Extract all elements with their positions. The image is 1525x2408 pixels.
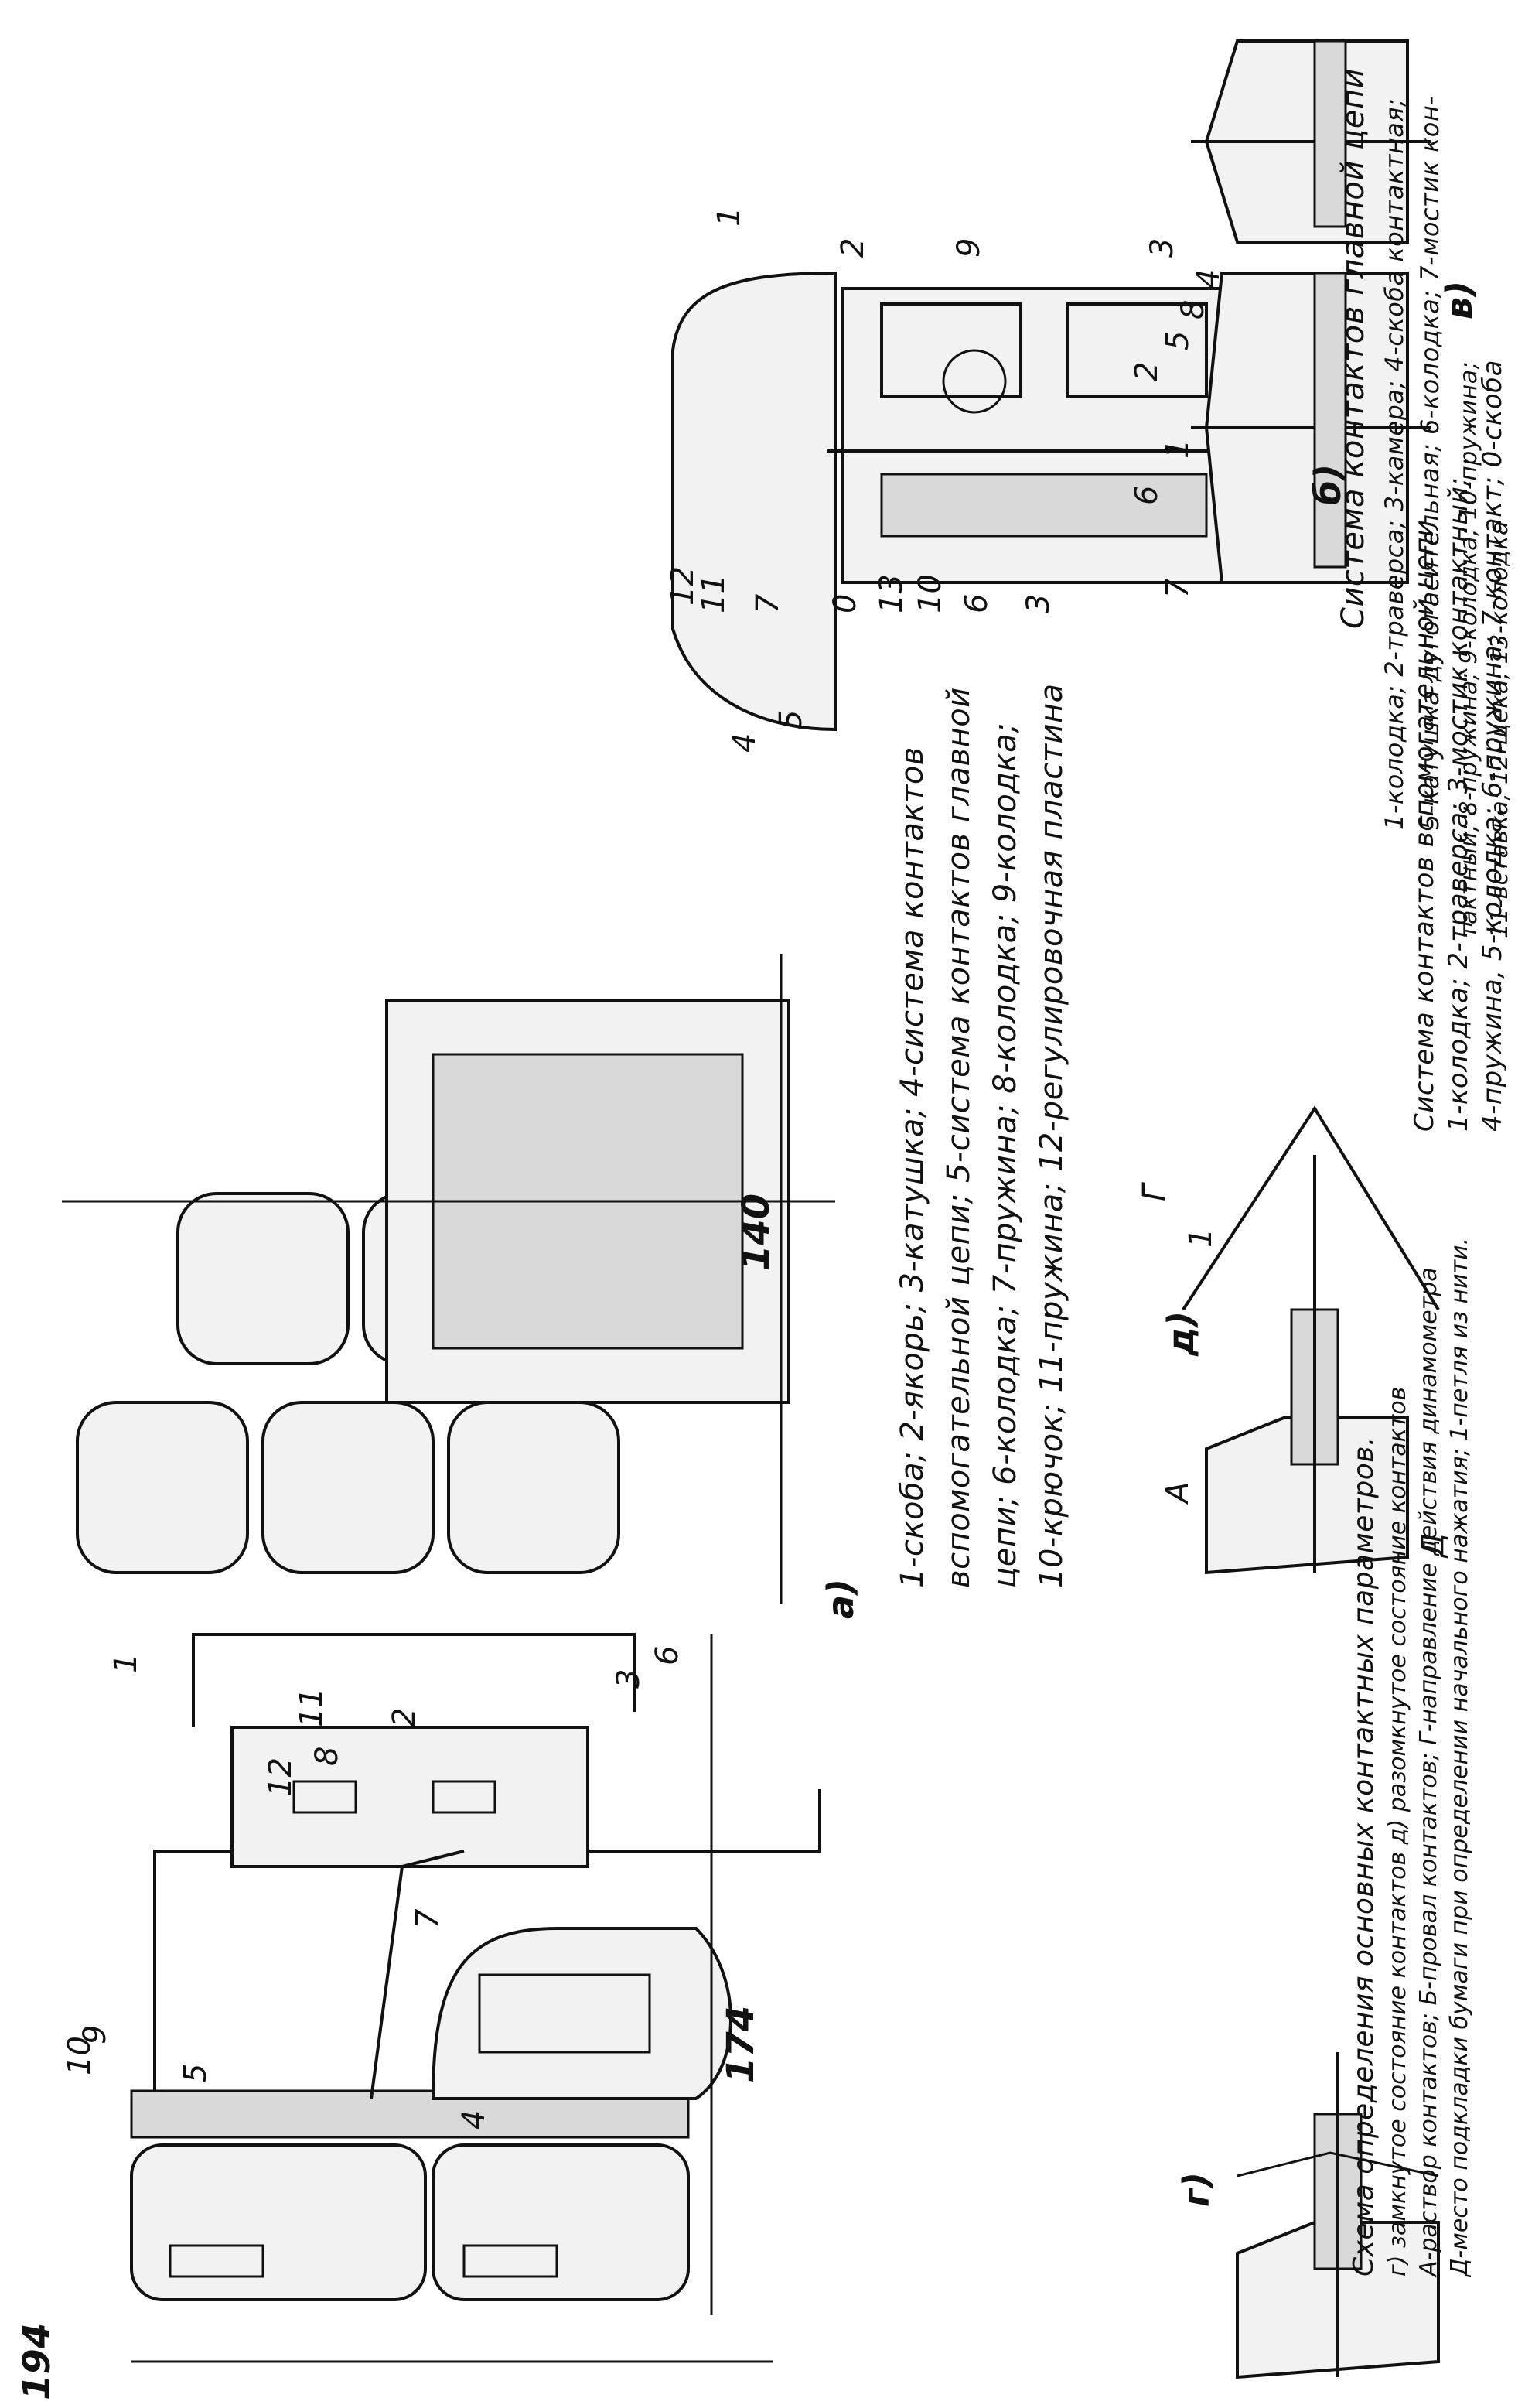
v-plate-right [1313,39,1347,228]
callout-b-11: 11 [696,574,732,613]
figure-a-caption-line-3: цепи; 6-колодка; 7-пружина; 8-колодка; 9… [988,722,1023,1588]
callout-b-5: 5 [773,709,809,729]
callout-a-12: 12 [263,1757,299,1797]
callout-b-6: 6 [959,593,994,613]
dim-140: 140 [735,1193,778,1271]
figure-gd-caption-line-1: г) замкнутое состояние контактов д) разо… [1384,1386,1411,2276]
figure-gd-caption: Схема определения основных контактных па… [1346,1238,1476,2276]
aux-contact-system [431,1927,732,2100]
b-block-lower [1066,302,1208,398]
callout-v-8: 8 [1175,299,1211,319]
dim-194: 194 [15,2322,59,2400]
callout-v-5: 5 [1160,330,1196,350]
callout-a-8: 8 [309,1746,345,1766]
g-bridge [1237,2151,1439,2177]
coil [230,1726,589,1868]
figure-g-closed-contacts [1236,2052,1440,2379]
callout-v-4: 4 [1191,268,1226,289]
callout-a-11: 11 [294,1688,329,1727]
callout-b-4: 4 [727,733,762,753]
callout-a-6: 6 [650,1645,685,1665]
callout-a-3: 3 [611,1669,647,1689]
b-insert [880,473,1208,538]
callout-v-7: 7 [1160,578,1196,598]
callout-b-12: 12 [665,566,701,606]
front-contact-2 [261,1401,435,1574]
figure-v-caption-line-2: 4-пружина, 5-колодка; 6-пружина; 7-конта… [1477,360,1508,1132]
b-block-upper [880,302,1022,398]
figure-gd-caption-line-2: А-раствор контактов; Б-провал контактов;… [1415,1267,1442,2276]
v-plate-left [1313,272,1347,569]
contact-block-upper [130,2143,427,2301]
slot-1 [169,2244,264,2278]
callout-b-7: 7 [750,593,786,613]
callout-b-9: 9 [951,237,987,258]
callout-a-2: 2 [387,1707,422,1727]
callout-d-1: 1 [1183,1228,1219,1248]
figure-v-caption-title: Система контактов вспомогательной цепи [1409,519,1440,1132]
front-contact-1 [76,1401,249,1574]
coil-window-2 [432,1780,496,1814]
callout-v-1: 1 [1160,439,1196,459]
b-arc-chamber [671,271,837,732]
callout-b-2: 2 [835,237,871,258]
callout-a-5: 5 [178,2063,213,2083]
callout-b-0: 0 [827,593,863,613]
b-coil [942,349,1007,414]
callout-d-A: А [1160,1481,1196,1503]
figure-a-front-view [62,954,835,1604]
callout-a-7: 7 [410,1908,445,1928]
figure-b-caption-title: Система контактов главной цепи [1336,67,1371,629]
callout-d-G: Г [1137,1184,1172,1201]
callout-v-2: 2 [1129,361,1165,381]
callout-a-1: 1 [108,1653,144,1673]
regulating-plate [130,2089,690,2139]
figure-v-aux-contacts [1191,39,1431,584]
figure-gd-caption-line-3: Д-место подкладки бумаги при определении… [1446,1237,1473,2276]
figure-gd-caption-title: Схема определения основных контактных па… [1348,1436,1380,2276]
callout-v-3: 3 [1145,237,1180,258]
contact-block-lower [432,2143,690,2301]
figure-d-label: д) [1160,1310,1202,1356]
figure-a-caption-line-2: вспомогательной цепи; 5-система контакто… [941,687,977,1588]
figure-a-side-view [130,1633,821,2363]
yoke-bracket-lower [192,1633,636,1727]
callout-b-3: 3 [1021,593,1056,613]
figure-a-label: а) [820,1578,861,1619]
figure-b-caption-block: Система контактов главной цепи [1330,68,1377,629]
aux-contact-core [478,1973,651,2054]
callout-a-4: 4 [456,2109,492,2130]
callout-b-10: 10 [913,574,948,613]
figure-a-caption: 1-скоба; 2-якорь; 3-катушка; 4-система к… [889,683,1075,1588]
figure-v-label: в) [1438,280,1480,319]
callout-b-1: 1 [711,207,747,227]
callout-b-13: 13 [874,574,909,613]
figure-a-caption-line-1: 1-скоба; 2-якорь; 3-катушка; 4-система к… [895,746,930,1588]
slot-2 [462,2244,558,2278]
front-contact-3 [447,1401,620,1574]
callout-v-6: 6 [1129,485,1165,505]
coil-window-1 [292,1780,357,1814]
figure-b-main-contacts [671,271,1299,732]
armature [370,1850,465,2099]
d-body [1205,1416,1409,1575]
figure-v-caption-line-1: 1-колодка; 2-траверса; 3-мостик контактн… [1443,476,1474,1132]
figure-a-caption-line-4: 10-крючок; 11-пружина; 12-регулировочная… [1034,683,1070,1588]
figure-v-caption-final: Система контактов вспомогательной цепи 1… [1407,360,1510,1132]
callout-a-10: 10 [62,2036,97,2075]
d-string-loop [1182,1105,1440,1311]
figure-d-open-contacts [1182,1105,1440,1575]
figure-g-label: г) [1175,2171,1217,2207]
front-contact-4 [176,1192,350,1365]
dim-174: 174 [719,2005,762,2083]
